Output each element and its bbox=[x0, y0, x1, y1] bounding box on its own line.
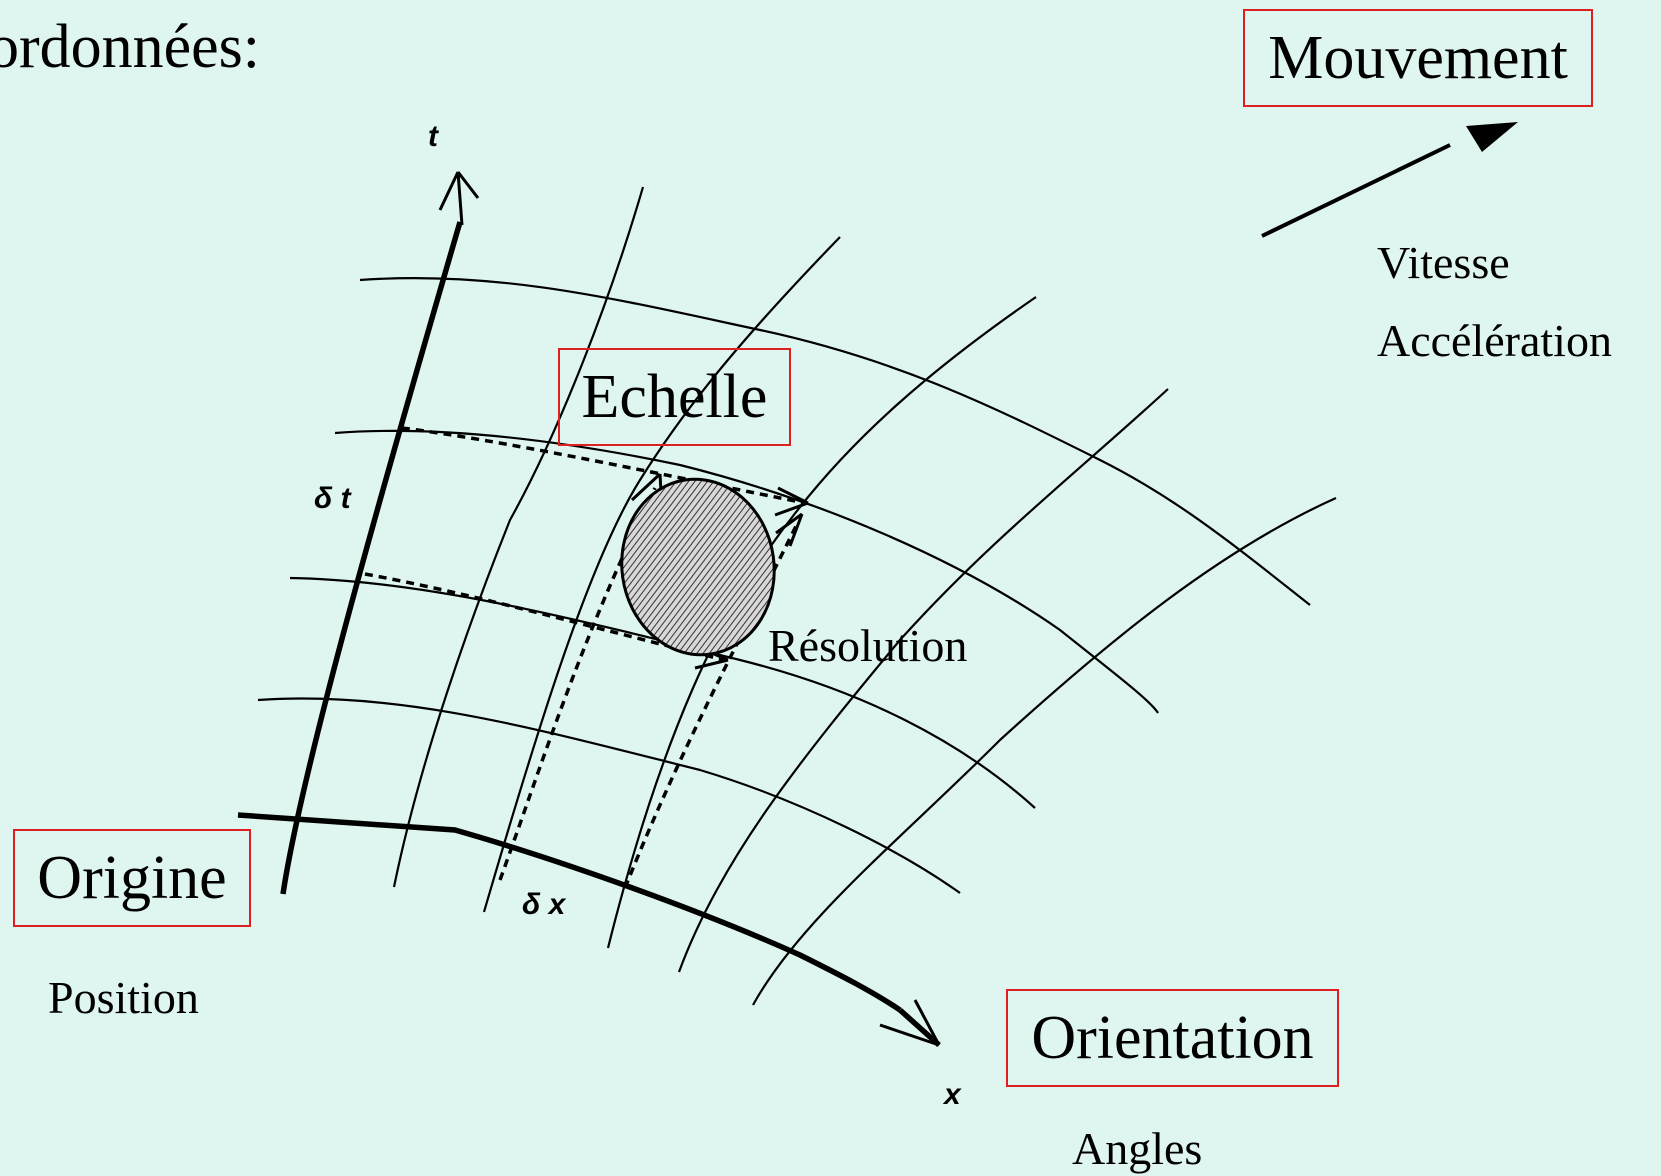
resolution-label: Résolution bbox=[768, 620, 968, 671]
grid-line-v4 bbox=[677, 388, 1169, 973]
resolution-ellipse bbox=[620, 477, 776, 657]
t-axis bbox=[280, 171, 480, 895]
arrowhead-upper-right bbox=[774, 486, 809, 517]
grid-line-h2 bbox=[334, 429, 1159, 714]
mouvement-box: Mouvement bbox=[1243, 9, 1593, 107]
grid-line-v5 bbox=[752, 496, 1337, 1006]
page-title: ordonnées: bbox=[0, 13, 261, 81]
origine-box: Origine bbox=[13, 829, 251, 927]
vitesse-label: Vitesse bbox=[1377, 237, 1510, 288]
x-axis bbox=[237, 812, 941, 1048]
movement-arrow bbox=[1261, 122, 1518, 238]
angles-label: Angles bbox=[1072, 1123, 1203, 1174]
delta-x-label: δ x bbox=[522, 888, 566, 921]
x-axis-label: x bbox=[944, 1078, 961, 1111]
grid-line-h1 bbox=[359, 276, 1311, 606]
mouvement-label: Mouvement bbox=[1268, 23, 1568, 92]
dashed-guide-upper bbox=[401, 426, 806, 505]
vertical-grid-lines bbox=[392, 186, 1337, 1006]
position-label: Position bbox=[48, 972, 199, 1023]
t-axis-label: t bbox=[428, 120, 438, 153]
orientation-box: Orientation bbox=[1006, 989, 1339, 1087]
delta-t-label: δ t bbox=[314, 482, 351, 515]
origine-label: Origine bbox=[37, 843, 227, 912]
horizontal-grid-lines bbox=[257, 276, 1311, 894]
grid-line-v2 bbox=[482, 236, 841, 913]
echelle-box: Echelle bbox=[558, 348, 791, 446]
echelle-label: Echelle bbox=[581, 362, 768, 431]
grid-line-v1 bbox=[392, 186, 645, 888]
grid-line-h4 bbox=[257, 697, 961, 894]
acceleration-label: Accélération bbox=[1377, 315, 1612, 366]
arrowhead-right-top bbox=[775, 512, 804, 547]
grid-line-h3 bbox=[289, 576, 1036, 809]
dashed-guide-lower bbox=[364, 572, 726, 662]
orientation-label: Orientation bbox=[1031, 1003, 1314, 1072]
